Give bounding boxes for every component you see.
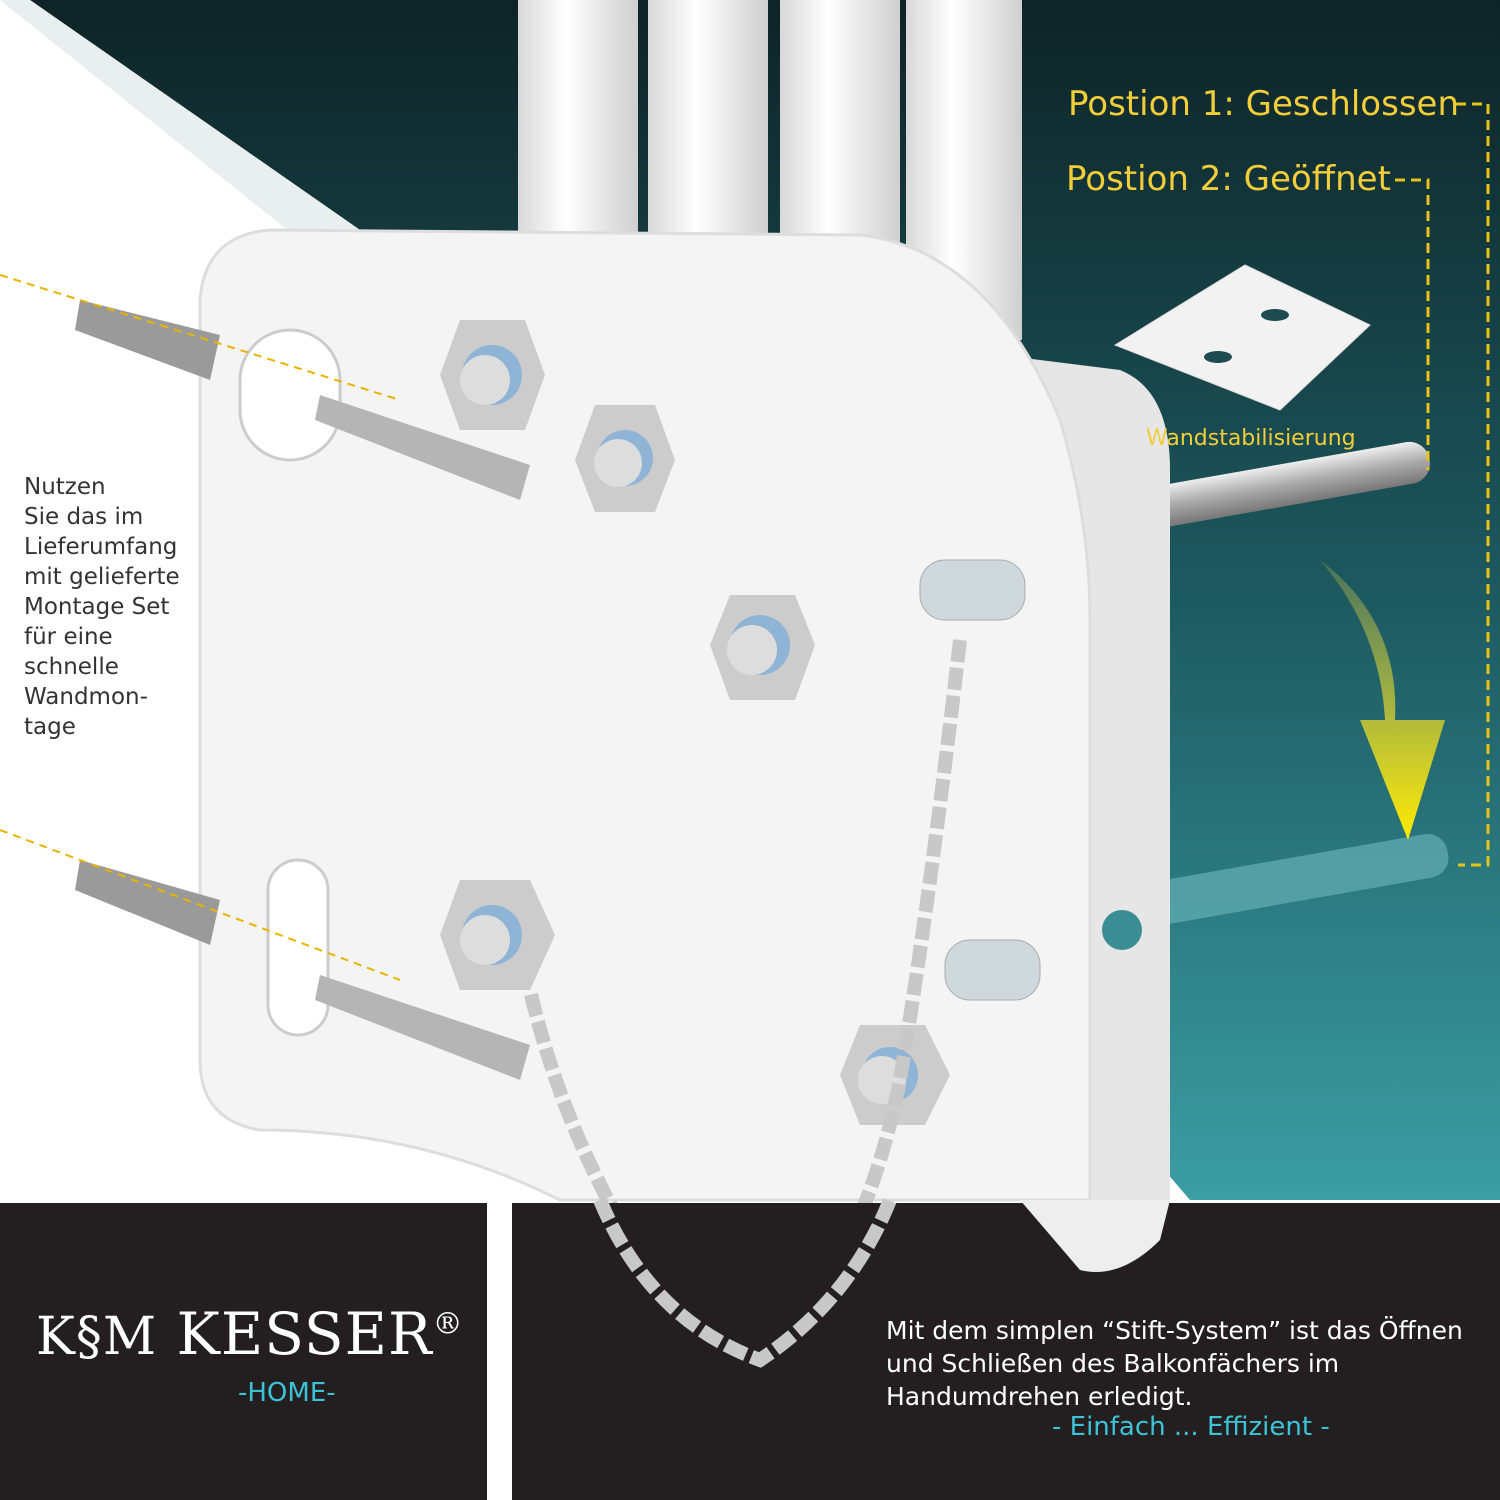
dashed-connector-2 bbox=[1395, 178, 1430, 470]
side-text-line: Sie das im bbox=[24, 504, 144, 530]
chain-overlay bbox=[593, 1197, 1170, 1368]
brand-panel bbox=[0, 1203, 487, 1500]
mounting-info-text: Nutzen Sie das im Lieferumfang mit gelie… bbox=[24, 472, 204, 742]
description-text: Mit dem simplen “Stift-System” ist das Ö… bbox=[886, 1314, 1486, 1413]
pin-holder bbox=[919, 559, 1026, 621]
rod-open bbox=[1122, 833, 1449, 929]
description-line: Mit dem simplen “Stift-System” ist das Ö… bbox=[886, 1316, 1463, 1345]
bolts bbox=[440, 320, 950, 1125]
position-1-label: Postion 1: Geschlossen bbox=[1068, 84, 1459, 124]
yellow-arrow-icon bbox=[1320, 560, 1445, 840]
pin-holder bbox=[944, 939, 1041, 1001]
brand-monogram-icon: K§M bbox=[36, 1307, 158, 1367]
registered-mark: ® bbox=[432, 1306, 464, 1342]
description-line: Handumdrehen erledigt. bbox=[886, 1382, 1193, 1411]
side-text-line: mit gelieferte bbox=[24, 564, 180, 590]
side-text-line: für eine bbox=[24, 624, 113, 650]
mounting-slot bbox=[266, 858, 330, 1037]
brand-sub: -HOME- bbox=[238, 1378, 336, 1408]
side-text-line: Lieferumfang bbox=[24, 534, 178, 560]
brand-name: KESSER bbox=[176, 1300, 433, 1368]
side-text-line: Nutzen bbox=[24, 474, 106, 500]
side-text-line: Montage Set bbox=[24, 594, 170, 620]
tagline: - Einfach ... Effizient - bbox=[1052, 1412, 1330, 1442]
side-text-line: tage bbox=[24, 714, 76, 740]
wall-dowel bbox=[75, 300, 220, 945]
mounting-slot bbox=[238, 328, 342, 462]
position-2-label: Postion 2: Geöffnet bbox=[1066, 159, 1391, 199]
wall-stabilizer-label: Wandstabilisierung bbox=[1146, 426, 1356, 451]
description-line: und Schließen des Balkonfächers im bbox=[886, 1349, 1340, 1378]
brand-logo: K§M KESSER® bbox=[36, 1300, 464, 1368]
wall-stabilizer-plate bbox=[1113, 264, 1371, 411]
glass-edge bbox=[0, 0, 360, 240]
bracket-plate bbox=[198, 228, 1092, 1202]
dashed-connector-1 bbox=[1456, 102, 1490, 867]
side-text-line: schnelle bbox=[24, 654, 119, 680]
side-text-line: Wandmon- bbox=[24, 684, 148, 710]
screw bbox=[315, 395, 530, 1080]
description-panel bbox=[512, 1203, 1500, 1500]
pin-hole bbox=[1102, 910, 1142, 950]
